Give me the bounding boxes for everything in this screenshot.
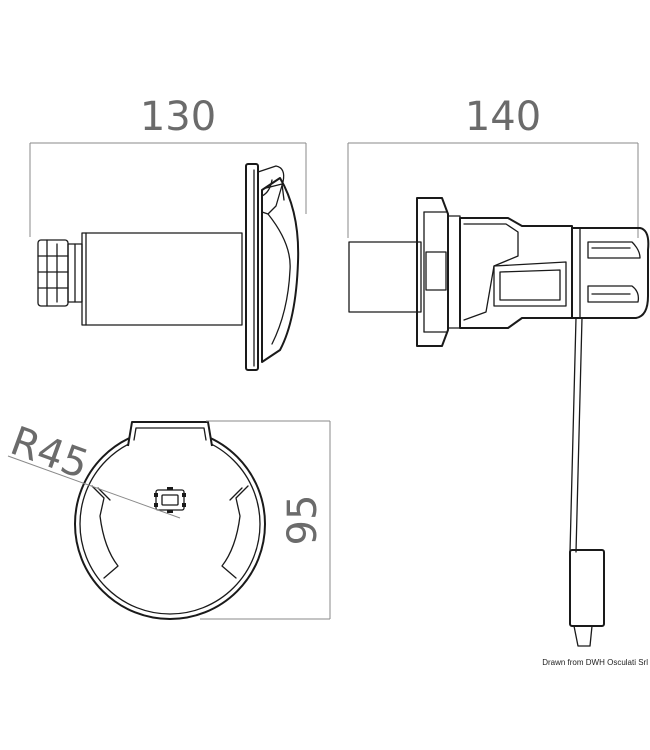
socket-front-circle (74, 428, 266, 620)
lid-hinge-tab (127, 421, 213, 447)
socket-body (81, 232, 243, 326)
plug-pin-shaft (348, 241, 422, 313)
socket-front-view (74, 421, 266, 620)
left-latch-cut (91, 485, 119, 579)
socket-flange (245, 163, 259, 371)
right-latch-cut (221, 485, 249, 579)
drawing-credit: Drawn from DWH Osculati Srl (542, 658, 648, 667)
dimension-95-label: 95 (280, 495, 326, 546)
dimension-130: 130 (29, 94, 307, 237)
plug-lanyard (569, 317, 577, 553)
socket-side-view (37, 163, 300, 371)
plug-rear-cap (571, 227, 650, 319)
cable-gland-nut (37, 239, 69, 307)
plug-lanyard-cap (569, 549, 605, 627)
center-logo-icon (154, 487, 186, 513)
dimension-140: 140 (347, 94, 639, 238)
plug-front-collar (416, 197, 449, 347)
plug-ring (447, 215, 461, 329)
dimension-r45-label: R45 (5, 418, 95, 488)
plug-grip-body (459, 217, 573, 329)
plug-side-view (348, 197, 650, 647)
socket-lid (261, 177, 300, 363)
dimension-130-label: 130 (140, 94, 216, 140)
dimension-140-label: 140 (465, 94, 541, 140)
dimension-95: 95 (200, 420, 331, 620)
